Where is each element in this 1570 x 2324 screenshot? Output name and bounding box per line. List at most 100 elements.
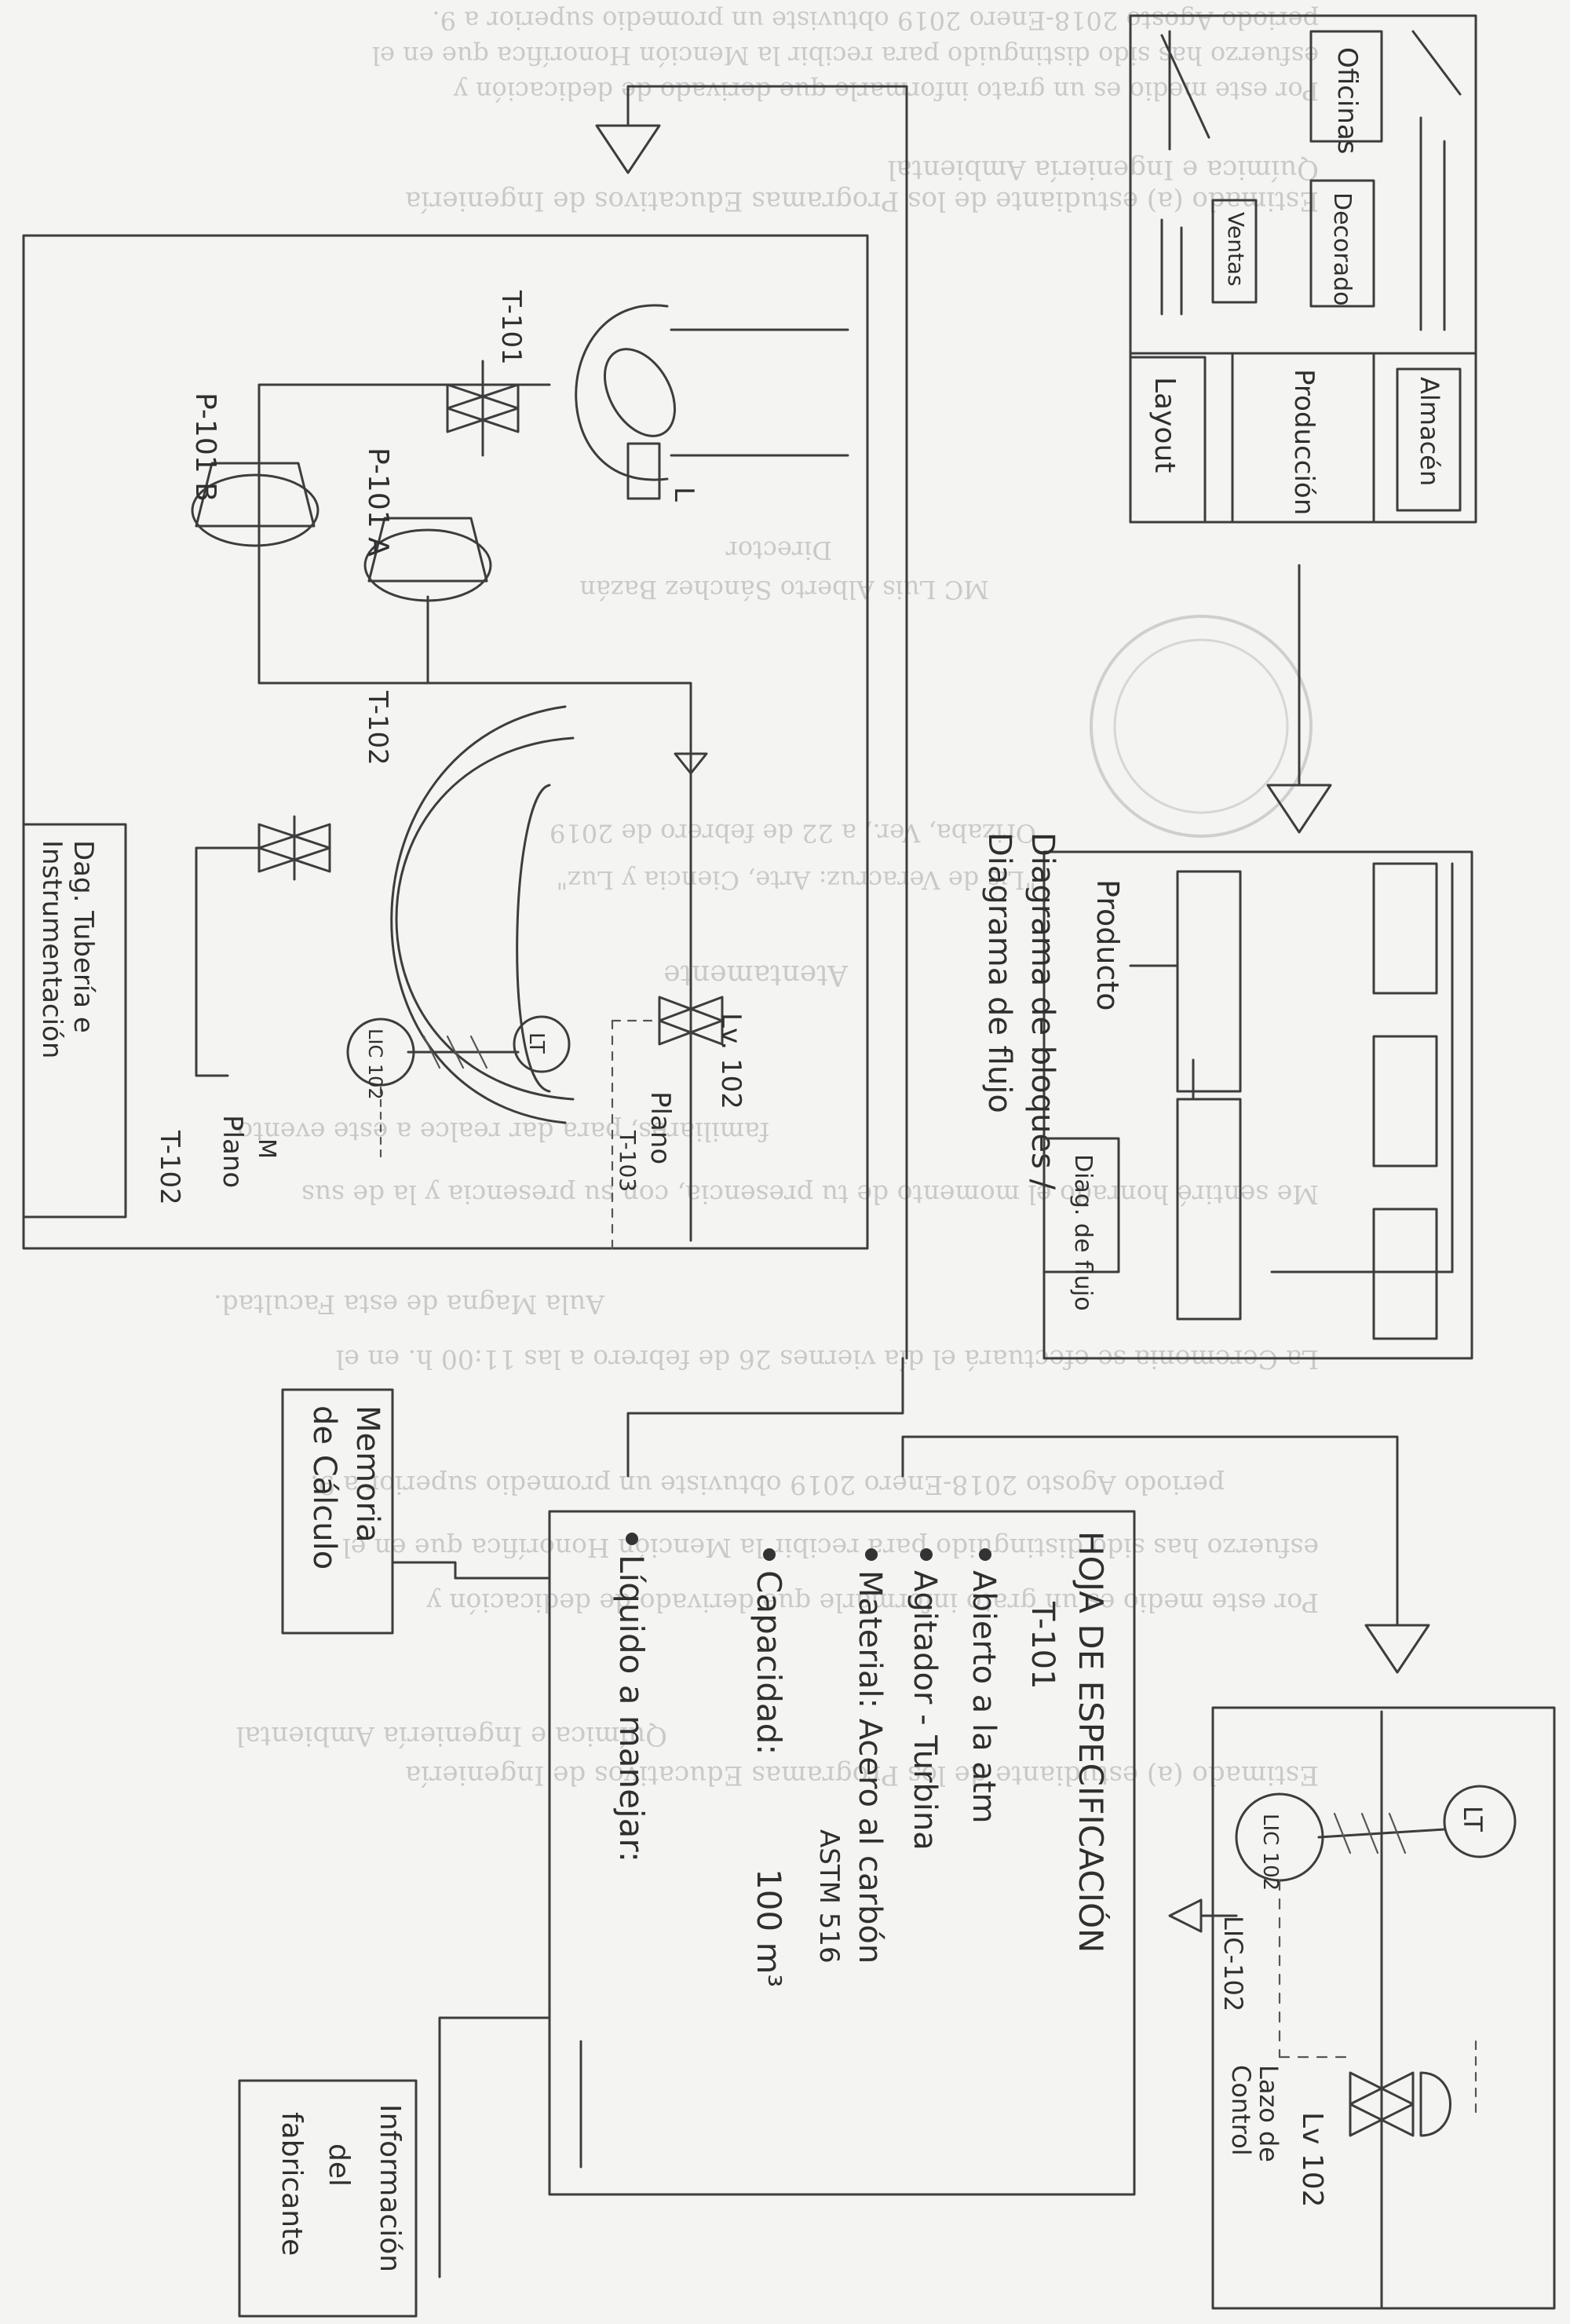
spec-item-2: Agitador - Turbina [907, 1570, 943, 1851]
flow-block-1 [1176, 870, 1242, 1093]
control-lic2-label: LIC-102 [1218, 1916, 1248, 2012]
flow-block-2 [1176, 1098, 1242, 1321]
pid-title-1: Dag. Tubería e [68, 840, 99, 1033]
control-loop: LT LIC 102 LIC-102 Lazo de Control Lv 10… [1168, 1706, 1556, 2310]
flow-outline [1042, 850, 1473, 1360]
ghost-lines: Estimado (a) estudiante de los Programas… [214, 535, 1319, 1791]
memoria-label-1: Memoria [349, 1405, 385, 1543]
pid-frame [22, 234, 869, 1250]
fabricante-label-3: fabricante [276, 2112, 308, 2256]
tag-lic: LIC 102 [364, 1029, 386, 1100]
tag-p101a: P-101 A [362, 448, 394, 557]
lt-instrument [513, 1015, 571, 1073]
letter-para1-line1: Por este medio es un grato informarle qu… [454, 76, 1319, 106]
tag-lt: LT [524, 1032, 548, 1054]
ghost-para3-l2: familiares, para dar realce a este event… [230, 1116, 769, 1147]
spec-item-1: Abierto a la atm [966, 1570, 1002, 1824]
fabricante-outline [238, 2079, 418, 2318]
arrow-head [1266, 784, 1332, 834]
flow-title-1: Diagrama de bloques / [1024, 832, 1061, 1190]
spec-outline [548, 1510, 1136, 2196]
ghost-signer-role: Director [725, 535, 832, 565]
spec-item-3b: ASTM 516 [813, 1829, 845, 1964]
tag-plano-top: Plano [644, 1091, 676, 1164]
pump-p101b [191, 473, 319, 547]
tag-t101: T-101 [495, 290, 527, 365]
fabricante-label-1: Información [374, 2104, 406, 2272]
letter-para1-line2: esfuerzo has sido distinguido para recib… [372, 41, 1319, 71]
tag-lv: Lv. 102 [715, 1013, 747, 1109]
ghost-para1-l2: esfuerzo has sido distinguido para recib… [342, 1533, 1319, 1563]
pid-title-2: Instrumentación [36, 840, 68, 1058]
ghost-closing: Atentamente [663, 959, 849, 991]
flow-title-2: Diagrama de flujo [981, 832, 1017, 1113]
memoria-label-2: de Cálculo [306, 1405, 342, 1569]
tag-m: M [253, 1138, 280, 1159]
control-lazo-2: Control [1226, 2065, 1256, 2156]
layout-plan: Oficinas Decorado Ventas Layout Producci… [1129, 14, 1477, 524]
spec-tag: T-101 [1024, 1601, 1061, 1690]
control-lic-label: LIC 102 [1258, 1814, 1282, 1891]
tag-t102: T-102 [362, 690, 393, 766]
control-lazo-1: Lazo de [1254, 2065, 1283, 2162]
flow-block-4 [1372, 1035, 1438, 1167]
tank-t101 [575, 304, 669, 481]
spec-item-4-value: 100 m³ [750, 1869, 788, 1987]
tank-t102 [395, 736, 575, 1101]
memoria-box: Memoria de Cálculo [281, 1388, 551, 1635]
flow-block-5 [1372, 1208, 1438, 1340]
agitator [603, 348, 677, 437]
spec-item-4-label: Capacidad: [750, 1570, 788, 1755]
layout-label-almacen: Almacén [1415, 377, 1444, 486]
tag-l: L [668, 487, 699, 502]
layout-label-layout: Layout [1148, 377, 1181, 473]
layout-label-produccion: Producción [1288, 369, 1320, 515]
ghost-para2-l2: Aula Magna de esta Facultad. [214, 1289, 605, 1320]
flow-product-label: Producto [1090, 879, 1125, 1011]
flow-diagram: Producto Diagrama de bloques / Diagrama … [981, 832, 1473, 1360]
ghost-para1-l3: periodo Agosto 2018-Enero 2019 obtuviste… [310, 1470, 1225, 1500]
control-outline [1211, 1706, 1556, 2310]
spec-title: HOJA DE ESPECIFICACIÓN [1072, 1531, 1111, 1953]
fabricante-label-2: del [323, 2143, 355, 2187]
ghost-signer-name: MC Luis Alberto Sánchez Bazán [579, 575, 989, 605]
flow-block-3 [1372, 862, 1438, 995]
ghost-para1-l1: Por este medio es un grato informarle qu… [426, 1588, 1319, 1618]
background-letter: Estimado (a) estudiante de los Programas… [372, 5, 1319, 217]
ghost-motto: "Lis de Veracruz: Arte, Ciencia y Luz" [557, 865, 1036, 895]
memoria-outline [281, 1388, 394, 1635]
pid-title-box: Dag. Tubería e Instrumentación [22, 823, 127, 1219]
layout-almacen-box [1396, 367, 1462, 512]
tag-plano-num: T-103 [615, 1130, 641, 1192]
layout-layout-box [1129, 356, 1207, 524]
tag-plano-bottom: Plano [217, 1115, 248, 1188]
layout-produccion-box [1231, 352, 1375, 524]
ghost-seal [1090, 615, 1313, 838]
ghost-para3-l1: Me sentiré honrado el momento de tu pres… [301, 1179, 1319, 1210]
letter-para1-line3: periodo Agosto 2018-Enero 2019 obtuviste… [432, 5, 1319, 35]
flow-diag-label: Diag. de flujo [1069, 1154, 1097, 1311]
control-lt [1443, 1785, 1517, 1858]
layout-decorado-box [1309, 179, 1375, 308]
ghost-greeting: Estimado (a) estudiante de los Programas… [405, 1759, 1319, 1791]
control-lt-label: LT [1458, 1806, 1488, 1832]
ghost-greeting-2: Química e Ingeniería Ambiental [236, 1720, 667, 1752]
connectors [595, 85, 1430, 1674]
layout-ventas-box [1211, 199, 1258, 304]
control-lv-label: Lv 102 [1296, 2112, 1328, 2208]
layout-label-oficinas: Oficinas [1331, 47, 1363, 154]
layout-label-ventas: Ventas [1223, 212, 1249, 287]
layout-label-decorado: Decorado [1328, 192, 1356, 306]
tag-t102b: T-102 [154, 1130, 185, 1205]
arrow-layout-to-flow [1266, 564, 1332, 834]
spec-item-5: Líquido a manejar: [612, 1555, 651, 1862]
layout-oficinas-box [1309, 30, 1383, 143]
letter-greeting-2: Química e Ingeniería Ambiental [888, 154, 1319, 185]
tag-p101b: P-101 B [189, 393, 221, 502]
ghost-place-date: Orizaba, Ver., a 22 de febrero de 2019 [550, 818, 1036, 848]
spec-sheet: HOJA DE ESPECIFICACIÓN T-101 Abierto a l… [438, 1510, 1136, 2278]
spec-item-3: Material: Acero al carbón [852, 1570, 888, 1964]
fabricante-box: Información del fabricante [238, 2079, 418, 2318]
